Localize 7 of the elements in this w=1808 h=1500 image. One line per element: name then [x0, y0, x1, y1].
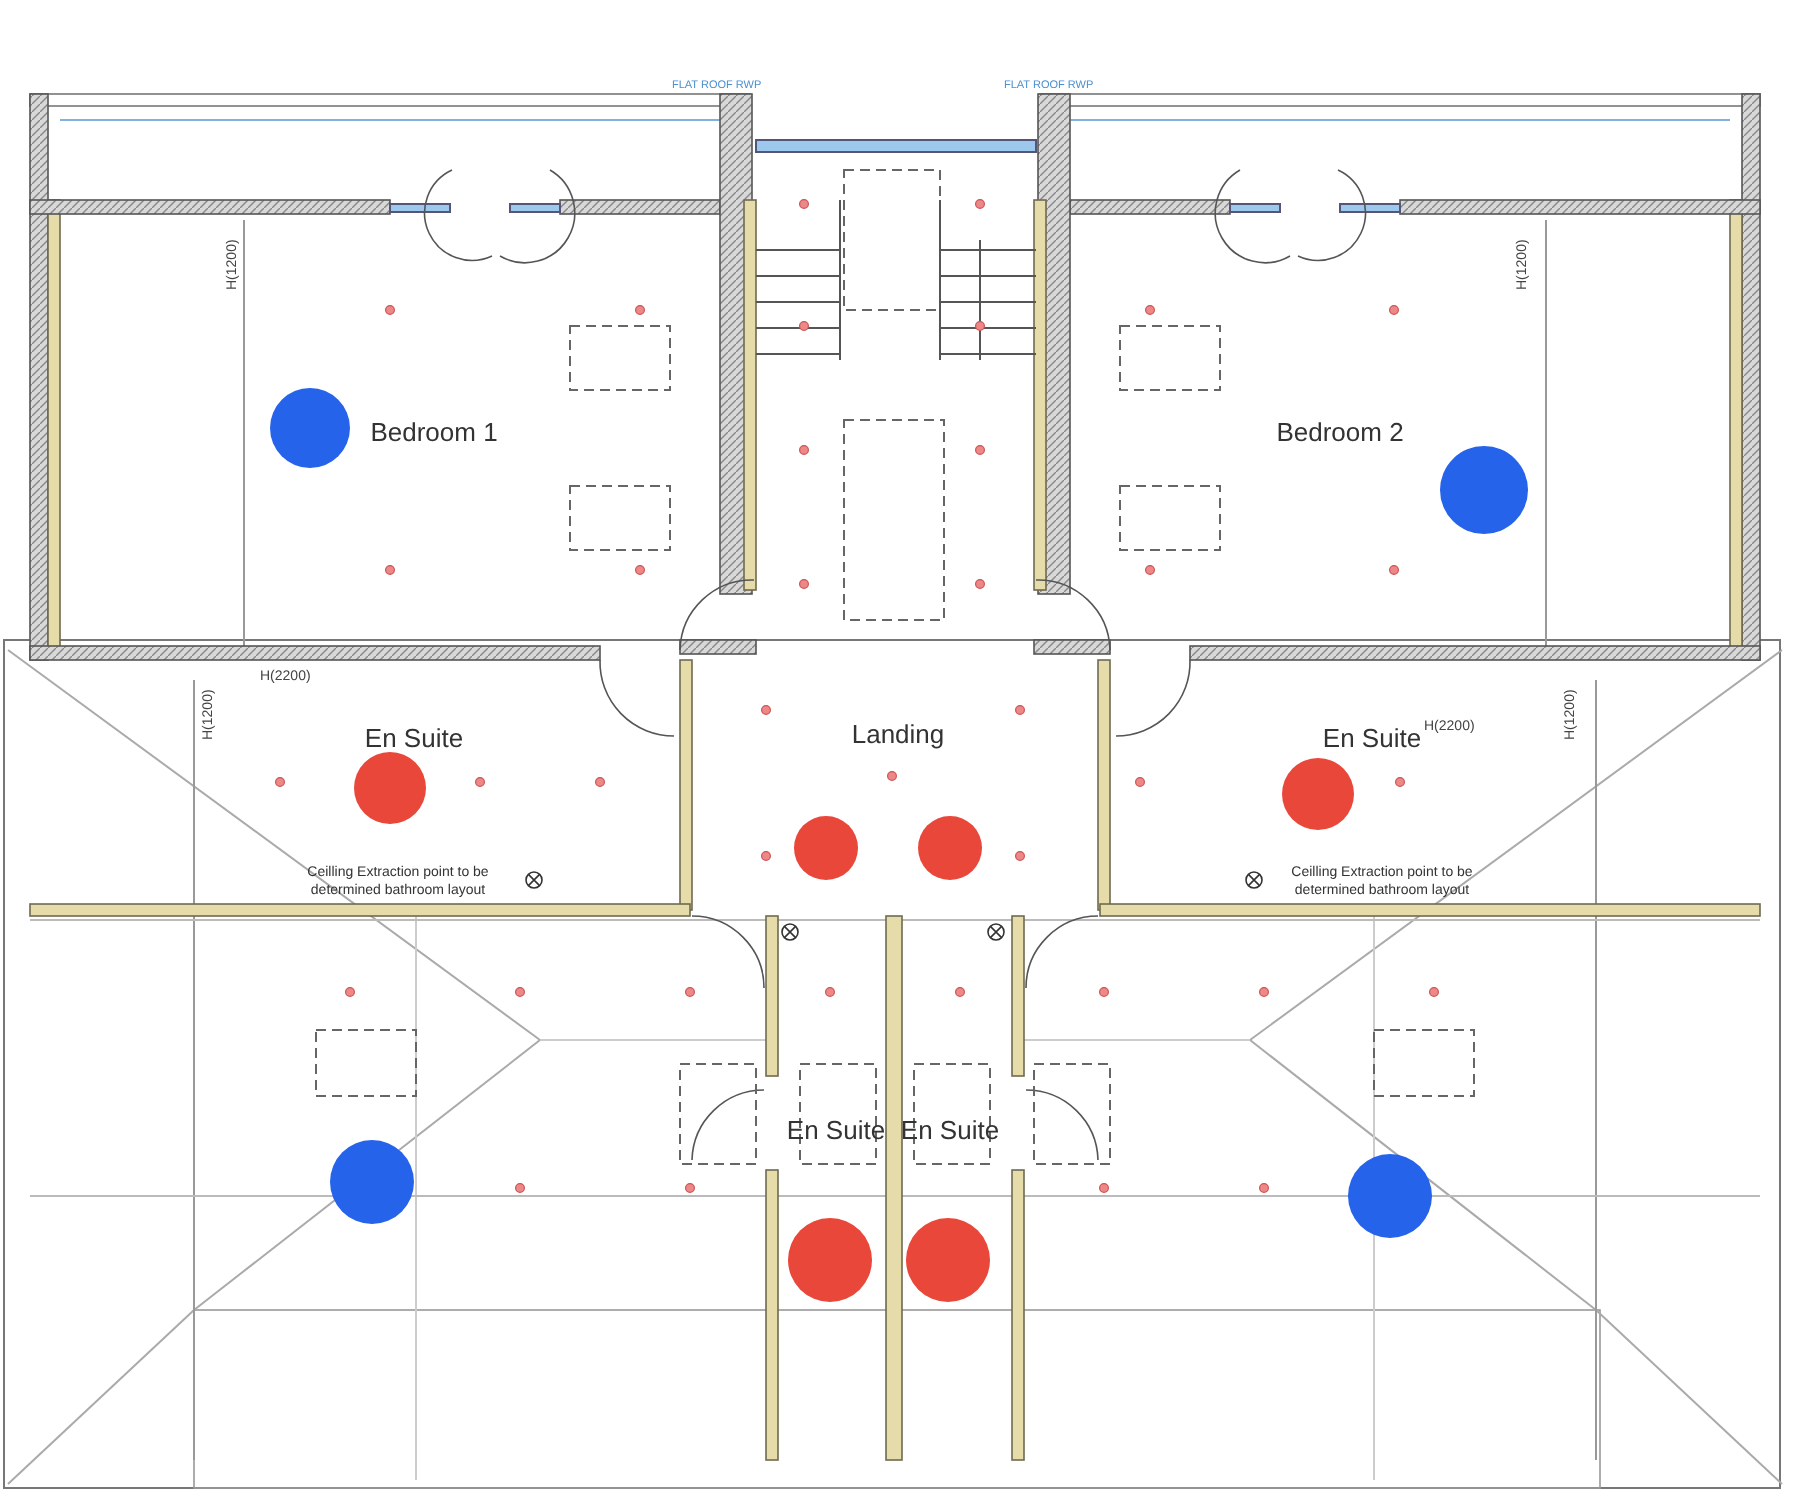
room-name: Bedroom 1 — [370, 417, 498, 447]
room-name: Landing — [851, 719, 945, 749]
room-name: Bedroom 2 — [1276, 417, 1404, 447]
room-name: En Suite — [1322, 723, 1422, 753]
room-name: En Suite — [364, 723, 464, 753]
room-name: En Suite — [900, 1115, 1000, 1145]
room-name: En Suite — [786, 1115, 886, 1145]
